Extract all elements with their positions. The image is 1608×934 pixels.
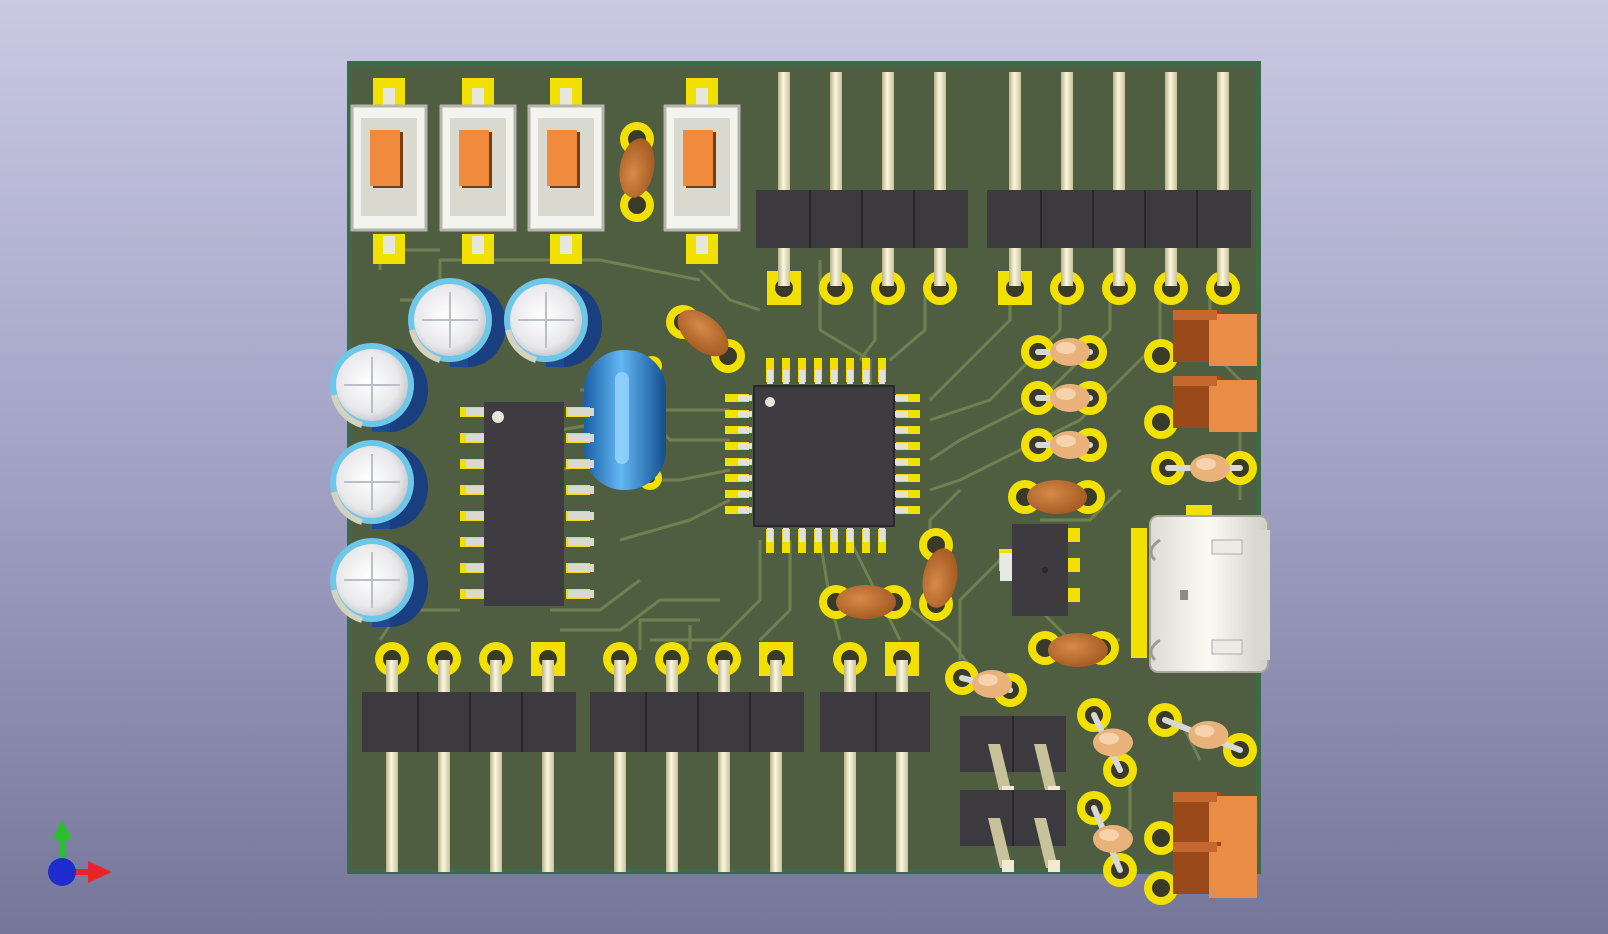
ceramic-capacitor <box>1028 631 1119 667</box>
electrolytic-capacitor <box>330 538 428 627</box>
header-pin <box>490 750 502 872</box>
pin-header <box>362 642 576 872</box>
ceramic-capacitor <box>919 528 958 621</box>
header-pin <box>770 750 782 872</box>
ic-pad <box>725 442 749 450</box>
resistor <box>1151 451 1257 485</box>
electrolytic-capacitor <box>330 343 428 432</box>
header-pin <box>542 750 554 872</box>
header-pin <box>896 750 908 872</box>
electrolytic-capacitor <box>330 440 428 529</box>
soic-ic <box>460 402 594 606</box>
axis-gizmo[interactable] <box>48 820 112 886</box>
ic-pad <box>725 426 749 434</box>
axis-z-icon <box>48 858 76 886</box>
led <box>1144 376 1257 439</box>
tactile-switch <box>527 78 605 264</box>
led-indicators <box>1144 310 1257 905</box>
resistor <box>1077 698 1137 787</box>
ceramic-capacitor <box>619 122 655 222</box>
led <box>1144 310 1257 373</box>
ceramic-capacitor <box>1008 480 1105 514</box>
ic-pad <box>725 490 749 498</box>
ic-pad <box>725 506 749 514</box>
header-pin <box>718 750 730 872</box>
pin-header <box>590 642 804 872</box>
electrolytic-capacitor <box>408 278 506 367</box>
jumper-block <box>960 790 1066 872</box>
header-pin <box>386 750 398 872</box>
electrolytic-capacitor <box>504 278 602 367</box>
ic-pad <box>725 458 749 466</box>
axis-y-icon <box>52 820 72 862</box>
voltage-regulator <box>999 524 1080 616</box>
resistor <box>1021 428 1107 462</box>
resistor <box>1077 791 1137 887</box>
ceramic-capacitor <box>819 585 911 619</box>
header-pin <box>844 750 856 872</box>
electrolytic-capacitors <box>330 278 602 627</box>
led <box>1144 792 1257 855</box>
resistor <box>1148 703 1257 767</box>
pin-header <box>987 72 1251 305</box>
tactile-switches <box>350 78 741 264</box>
film-capacitor <box>584 350 666 490</box>
pin1-marker <box>492 411 504 423</box>
ic-pad <box>725 410 749 418</box>
resistors <box>945 335 1257 887</box>
ic-body <box>753 385 895 527</box>
ceramic-capacitor <box>666 305 745 373</box>
resistor <box>1021 381 1107 415</box>
ic-pad <box>725 394 749 402</box>
tactile-switch <box>663 78 741 264</box>
header-pin <box>438 750 450 872</box>
resistor <box>945 661 1027 707</box>
pin1-marker <box>765 397 775 407</box>
ic-body <box>484 402 564 606</box>
jumper-headers <box>960 716 1066 872</box>
tactile-switch <box>439 78 517 264</box>
led <box>1144 842 1257 905</box>
resistor <box>1021 335 1107 369</box>
pin-header <box>820 642 930 872</box>
ic-pad <box>725 474 749 482</box>
ceramic-capacitors <box>619 122 1119 667</box>
qfp-microcontroller <box>725 358 920 553</box>
pin-header <box>756 72 968 305</box>
micro-usb-connector <box>1131 505 1270 673</box>
tactile-switch <box>350 78 428 264</box>
pin-headers <box>362 72 1251 872</box>
header-pin <box>666 750 678 872</box>
jumper-block <box>960 716 1066 798</box>
header-pin <box>614 750 626 872</box>
